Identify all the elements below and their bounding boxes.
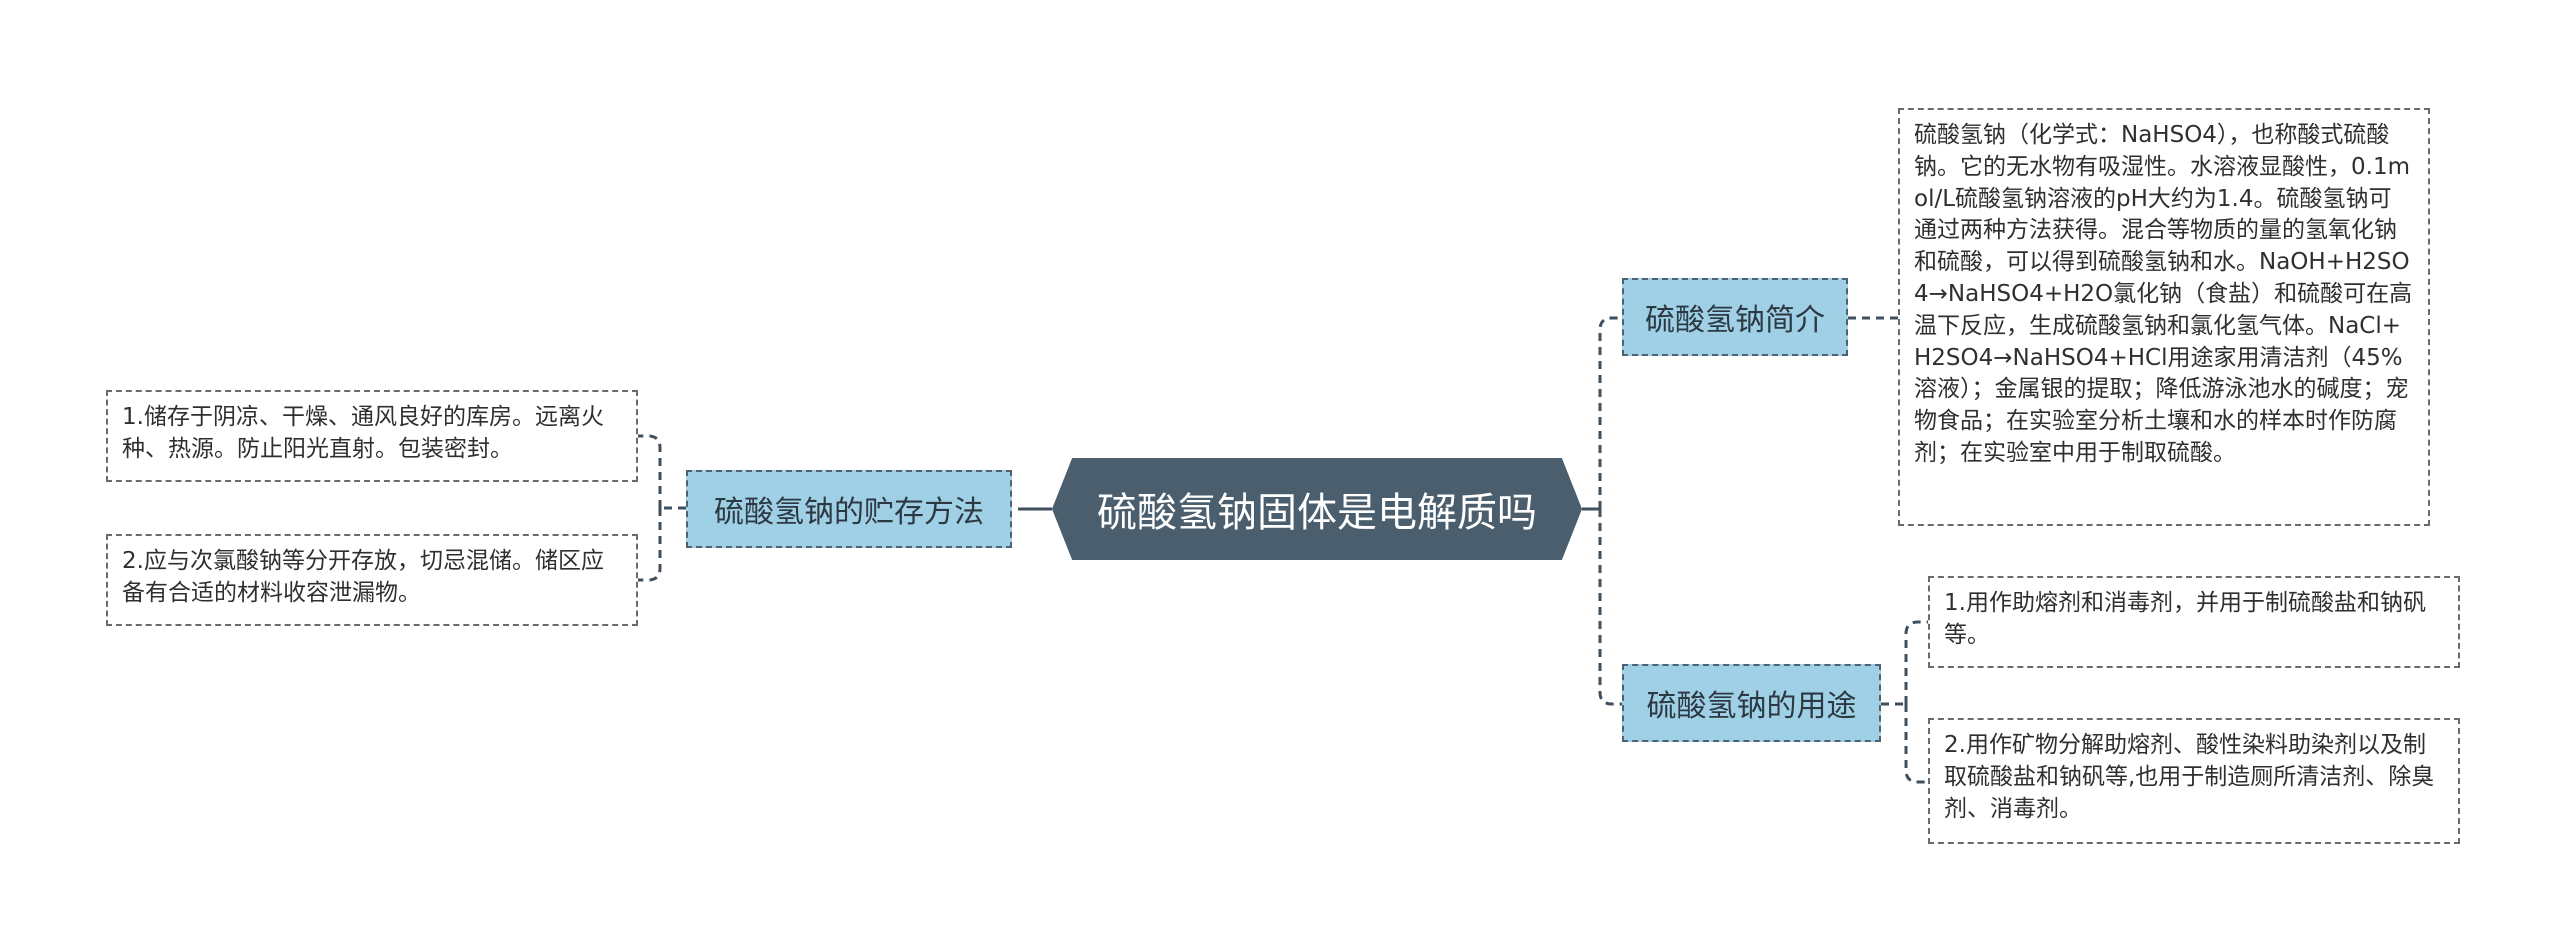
branch-storage-label: 硫酸氢钠的贮存方法 (714, 495, 984, 530)
leaf-intro-description: 硫酸氢钠（化学式：NaHSO4），也称酸式硫酸钠。它的无水物有吸湿性。水溶液显酸… (1898, 108, 2430, 526)
connector-uses-leaf-1 (1904, 620, 1928, 704)
branch-uses[interactable]: 硫酸氢钠的用途 (1622, 664, 1881, 742)
connector-trunk-intro (1598, 316, 1622, 509)
leaf-uses-1: 1.用作助熔剂和消毒剂，并用于制硫酸盐和钠矾等。 (1928, 576, 2460, 668)
connector-storage-leaf-1 (638, 434, 662, 508)
connector-uses-leaf-2 (1904, 704, 1928, 784)
root-title: 硫酸氢钠固体是电解质吗 (1097, 490, 1537, 536)
branch-storage[interactable]: 硫酸氢钠的贮存方法 (686, 470, 1012, 548)
connector-trunk-uses (1598, 509, 1622, 706)
branch-intro-label: 硫酸氢钠简介 (1645, 303, 1825, 338)
leaf-uses-2: 2.用作矿物分解助熔剂、酸性染料助染剂以及制取硫酸盐和钠矾等,也用于制造厕所清洁… (1928, 718, 2460, 844)
leaf-storage-2: 2.应与次氯酸钠等分开存放，切忌混储。储区应备有合适的材料收容泄漏物。 (106, 534, 638, 626)
connector-storage-leaf-2 (638, 508, 662, 582)
leaf-storage-1: 1.储存于阴凉、干燥、通风良好的库房。远离火种、热源。防止阳光直射。包装密封。 (106, 390, 638, 482)
branch-intro[interactable]: 硫酸氢钠简介 (1622, 278, 1848, 356)
branch-uses-label: 硫酸氢钠的用途 (1646, 689, 1857, 724)
root-node[interactable]: 硫酸氢钠固体是电解质吗 (1052, 458, 1582, 560)
